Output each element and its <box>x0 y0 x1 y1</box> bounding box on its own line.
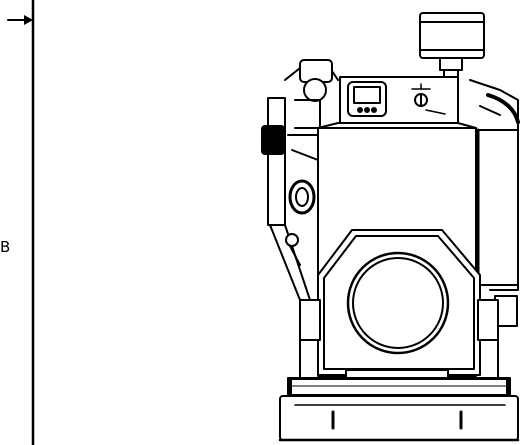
air-cleaner <box>419 12 485 81</box>
control-panel <box>339 76 459 124</box>
base-skid <box>278 395 520 442</box>
generator-end-bell <box>317 229 481 376</box>
right-side-components <box>469 79 520 327</box>
mounting-brackets <box>299 299 499 379</box>
dimension-arrowhead <box>24 15 33 25</box>
dimension-label-b: B <box>0 238 11 256</box>
dimension-marker <box>7 0 35 445</box>
lower-frame <box>287 369 511 402</box>
left-side-components <box>261 59 339 301</box>
